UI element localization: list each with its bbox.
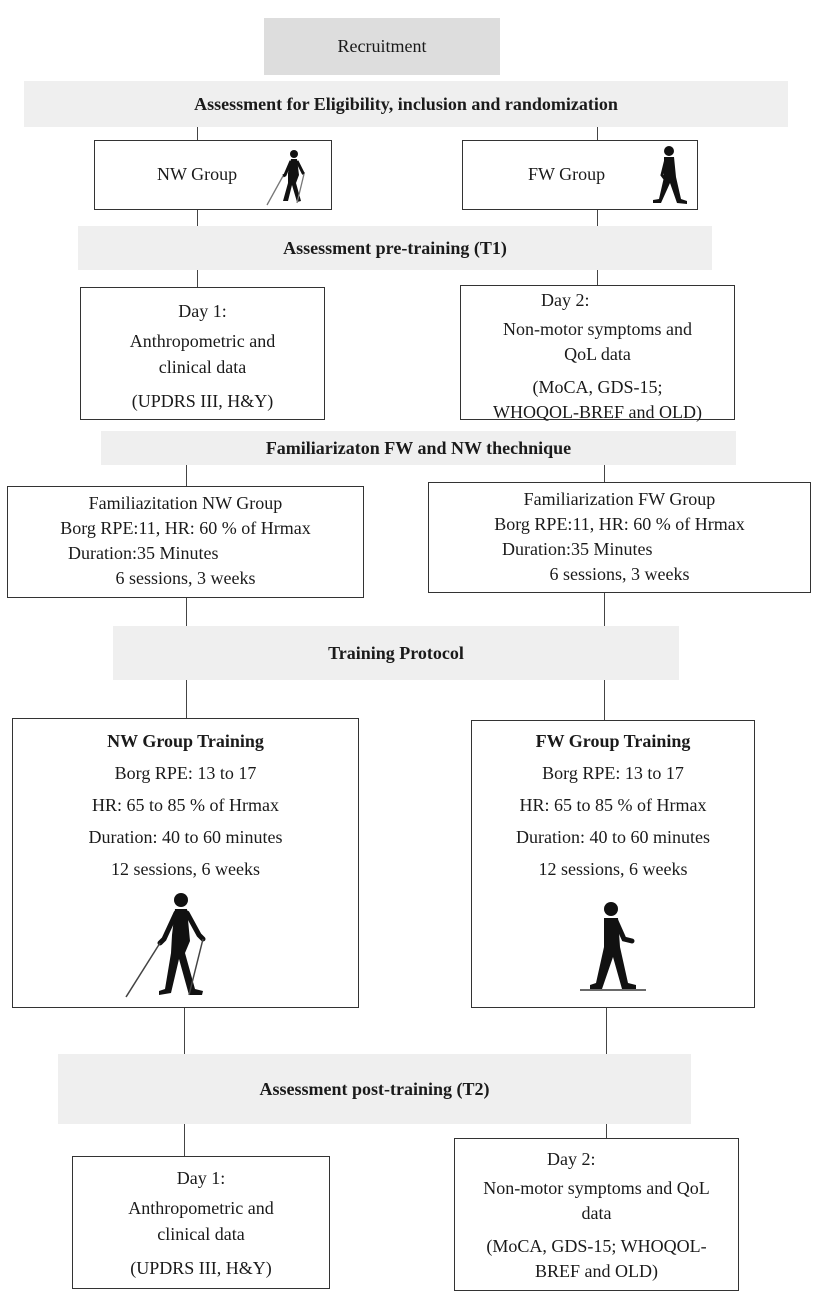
fw-training-title: FW Group Training [535,731,691,751]
pre-day1-line1: Anthropometric and [129,331,276,351]
connector [197,127,198,140]
eligibility-label: Assessment for Eligibility, inclusion an… [194,93,618,114]
nw-group-label: NW Group [157,164,238,184]
fam-nw-borg: Borg RPE:11, HR: 60 % of Hrmax [60,518,311,538]
pre-day2-line2: QoL data [564,344,631,364]
nw-training-borg: Borg RPE: 13 to 17 [114,763,257,783]
walker-icon [653,146,687,204]
fam-nw-sessions: 6 sessions, 3 weeks [115,568,256,588]
connector [604,680,605,720]
pre-training-band: Assessment pre-training (T1) [78,226,712,270]
post-day1-line1: Anthropometric and [128,1198,274,1218]
nordic-walker-icon [125,893,206,998]
training-protocol-band: Training Protocol [113,626,679,680]
connector [186,680,187,718]
post-day1-line3: (UPDRS III, H&Y) [130,1258,272,1278]
nw-training-sessions: 12 sessions, 6 weeks [111,859,260,879]
pre-day2-box: Day 2: Non-motor symptoms and QoL data (… [460,285,735,422]
nw-group-box: NW Group [94,140,332,210]
connector [597,127,598,140]
fw-training-borg: Borg RPE: 13 to 17 [542,763,684,783]
pre-training-label: Assessment pre-training (T1) [283,237,507,258]
nw-training-hr: HR: 65 to 85 % of Hrmax [92,795,279,815]
connector [597,210,598,226]
post-day2-line2: data [581,1203,612,1223]
connector [604,465,605,482]
pre-day1-line2: clinical data [158,357,247,377]
training-protocol-label: Training Protocol [328,642,464,663]
pre-day1-box: Day 1: Anthropometric and clinical data … [80,287,325,420]
fam-nw-title: Familiazitation NW Group [88,493,283,513]
recruitment-box: Recruitment [264,18,500,75]
fam-nw-duration: Duration:35 Minutes [68,543,219,563]
fam-fw-sessions: 6 sessions, 3 weeks [549,564,690,584]
connector [597,270,598,285]
connector [186,598,187,626]
connector [606,1124,607,1138]
nw-training-duration: Duration: 40 to 60 minutes [88,827,283,847]
fam-fw-title: Familiarization FW Group [523,489,716,509]
connector [186,465,187,486]
pre-day2-title: Day 2: [541,290,590,310]
fam-fw-borg: Borg RPE:11, HR: 60 % of Hrmax [494,514,745,534]
pre-day1-line3: (UPDRS III, H&Y) [131,391,274,411]
post-day2-line3: (MoCA, GDS-15; WHOQOL- [486,1236,707,1256]
familiarization-label: Familiarizaton FW and NW thechnique [265,437,572,458]
post-day1-box: Day 1: Anthropometric and clinical data … [72,1156,330,1289]
post-training-band: Assessment post-training (T2) [58,1054,691,1124]
post-day2-title: Day 2: [547,1149,596,1169]
connector [184,1124,185,1156]
connector [197,210,198,226]
fw-group-box: FW Group [462,140,698,210]
post-day1-title: Day 1: [176,1168,226,1188]
fam-nw-box: Familiazitation NW Group Borg RPE:11, HR… [7,486,364,598]
nw-training-title: NW Group Training [107,731,264,751]
fw-training-hr: HR: 65 to 85 % of Hrmax [519,795,707,815]
familiarization-band: Familiarizaton FW and NW thechnique [101,431,736,465]
connector [606,1008,607,1054]
fw-training-duration: Duration: 40 to 60 minutes [516,827,710,847]
fam-fw-duration: Duration:35 Minutes [502,539,653,559]
fw-group-label: FW Group [528,164,606,184]
pre-day2-line4: WHOQOL-BREF and OLD) [493,402,702,422]
post-day1-line2: clinical data [157,1224,245,1244]
pre-day2-line1: Non-motor symptoms and [503,319,692,339]
connector [197,270,198,287]
fw-training-box: FW Group Training Borg RPE: 13 to 17 HR:… [471,720,755,1008]
fw-training-sessions: 12 sessions, 6 weeks [538,859,688,879]
post-day2-line1: Non-motor symptoms and QoL [483,1178,710,1198]
pre-day1-title: Day 1: [178,301,227,321]
pre-day2-line3: (MoCA, GDS-15; [532,377,663,397]
walker-icon [580,902,646,991]
recruitment-label: Recruitment [337,36,427,56]
nw-training-box: NW Group Training Borg RPE: 13 to 17 HR:… [12,718,359,1008]
connector [604,593,605,626]
post-training-label: Assessment post-training (T2) [259,1078,490,1099]
connector [184,1008,185,1054]
eligibility-band: Assessment for Eligibility, inclusion an… [24,81,788,127]
post-day2-box: Day 2: Non-motor symptoms and QoL data (… [454,1138,739,1291]
fam-fw-box: Familiarization FW Group Borg RPE:11, HR… [428,482,811,593]
nordic-walker-icon [266,150,306,206]
post-day2-line4: BREF and OLD) [535,1261,658,1281]
